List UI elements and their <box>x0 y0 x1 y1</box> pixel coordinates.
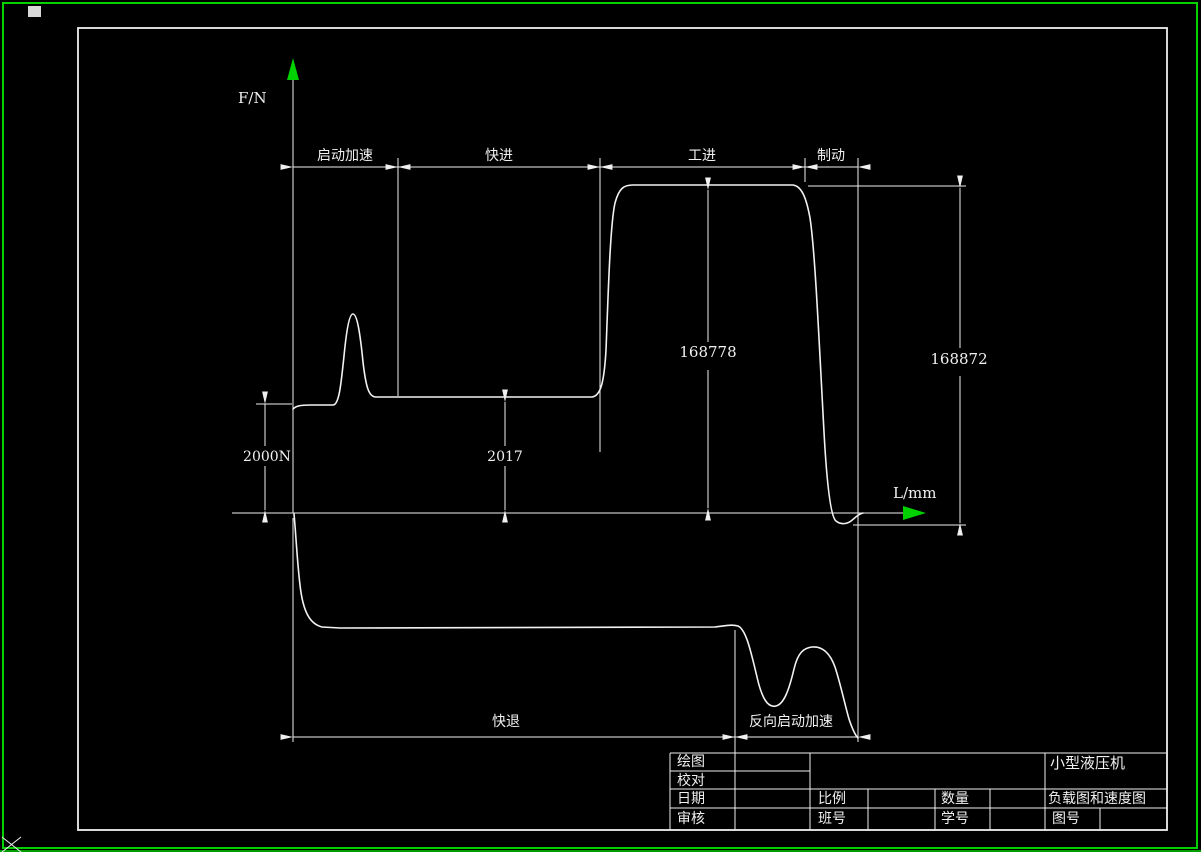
phase-label-work-feed: 工进 <box>688 148 716 164</box>
titleblock-label-scale: 比例 <box>818 791 846 807</box>
y-axis[interactable]: F/N <box>238 58 299 513</box>
titleblock-label-draw: 绘图 <box>677 754 705 770</box>
top-phase-dimensions[interactable]: 启动加速 快进 工进 制动 <box>280 148 871 742</box>
x-axis[interactable]: L/mm <box>232 484 936 520</box>
phase-label-start-accel: 启动加速 <box>317 148 373 164</box>
dim-text-workfeed-load: 168778 <box>679 343 736 361</box>
titleblock-label-proof: 校对 <box>677 772 705 789</box>
titleblock-label-quantity: 数量 <box>941 791 969 807</box>
x-axis-arrowhead-icon <box>903 506 926 520</box>
title-block: 绘图 校对 日期 审核 比例 数量 班号 学号 小型液压机 负载图和速度图 图号 <box>669 752 1167 830</box>
crosshair-line <box>1 836 22 852</box>
titleblock-drawing-no: 图号 <box>1052 811 1080 827</box>
dim-text-max-load: 168872 <box>930 350 987 368</box>
dim-text-fastforward-load: 2017 <box>487 449 523 465</box>
phase-label-fast-forward: 快进 <box>485 148 513 164</box>
bottom-phase-dimensions[interactable]: 快退 反向启动加速 <box>280 518 871 770</box>
titleblock-sheet-name: 负载图和速度图 <box>1048 791 1146 807</box>
dim-fastforward-load[interactable]: 2017 <box>487 389 523 523</box>
dim-workfeed-load[interactable]: 168778 <box>679 177 737 521</box>
crosshair-cursor <box>1 836 22 852</box>
titleblock-project-name: 小型液压机 <box>1050 754 1125 772</box>
titleblock-label-class: 班号 <box>818 811 846 827</box>
dim-text-start-load: 2000N <box>243 449 291 465</box>
phase-label-braking: 制动 <box>817 148 845 164</box>
layout-corner-marker <box>28 6 41 17</box>
y-axis-arrowhead-icon <box>287 58 299 80</box>
dim-max-load[interactable]: 168872 <box>808 175 988 536</box>
x-axis-label: L/mm <box>893 484 936 502</box>
force-curve-return[interactable] <box>293 513 859 739</box>
force-curve-forward[interactable] <box>292 184 864 525</box>
sheet-frame <box>77 27 1168 831</box>
y-axis-label: F/N <box>238 89 267 107</box>
titleblock-label-review: 审核 <box>677 811 705 827</box>
dim-start-load[interactable]: 2000N <box>243 391 292 523</box>
titleblock-label-date: 日期 <box>677 791 705 807</box>
titleblock-label-student: 学号 <box>941 811 969 827</box>
phase-label-fast-return: 快退 <box>492 714 520 730</box>
phase-label-reverse-accel: 反向启动加速 <box>749 714 833 730</box>
